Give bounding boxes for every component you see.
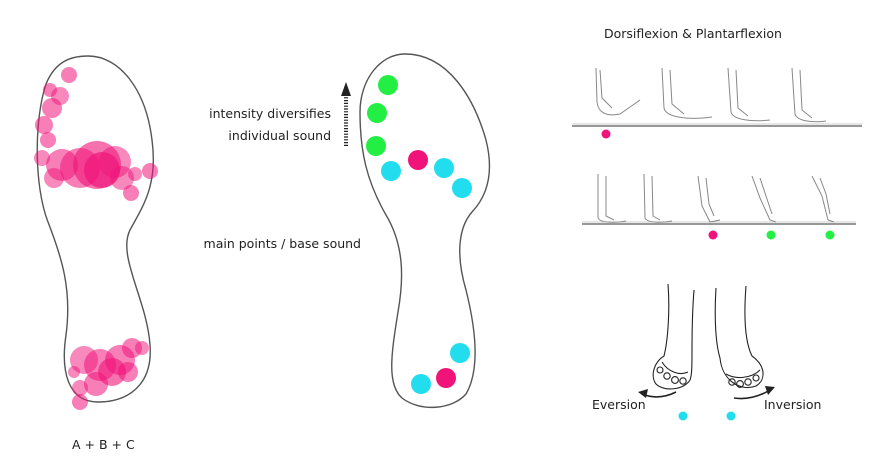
sensor-green [366, 136, 386, 156]
left-foot-heatmap [34, 55, 158, 410]
dorsiflexion-sketch-row-1 [572, 67, 862, 127]
title-dorsiflexion: Dorsiflexion & Plantarflexion [604, 26, 782, 41]
feet-front-sketch [652, 283, 764, 390]
inversion-arrow [733, 386, 775, 400]
marker-pink [708, 230, 718, 240]
label-eversion: Eversion [592, 397, 646, 412]
label-intensity: intensity diversifies [209, 106, 331, 121]
dorsiflexion-sketch-row-2 [582, 173, 856, 225]
label-base-sound: main points / base sound [203, 236, 361, 251]
sensor-cyan [411, 374, 431, 394]
sensor-green [367, 103, 387, 123]
marker-green [766, 230, 776, 240]
marker-cyan [726, 411, 736, 421]
intensity-arrow [341, 82, 351, 146]
label-individual-sound: individual sound [228, 128, 331, 143]
sensor-cyan [452, 178, 472, 198]
right-foot-outline [359, 53, 491, 409]
caption-abc: A + B + C [72, 437, 135, 452]
sensor-cyan [434, 158, 454, 178]
sensor-pink [436, 368, 456, 388]
marker-green [825, 230, 835, 240]
pressure-blobs-heel [68, 338, 149, 410]
marker-pink [601, 129, 611, 139]
sensor-cyan [381, 161, 401, 181]
pressure-blobs-forefoot [34, 67, 158, 201]
eversion-arrow [638, 389, 677, 398]
marker-cyan [678, 411, 688, 421]
sensor-pink [408, 150, 428, 170]
right-foot-sensors [359, 53, 491, 409]
sensor-green [378, 75, 398, 95]
sensor-cyan [450, 343, 470, 363]
label-inversion: Inversion [764, 397, 822, 412]
